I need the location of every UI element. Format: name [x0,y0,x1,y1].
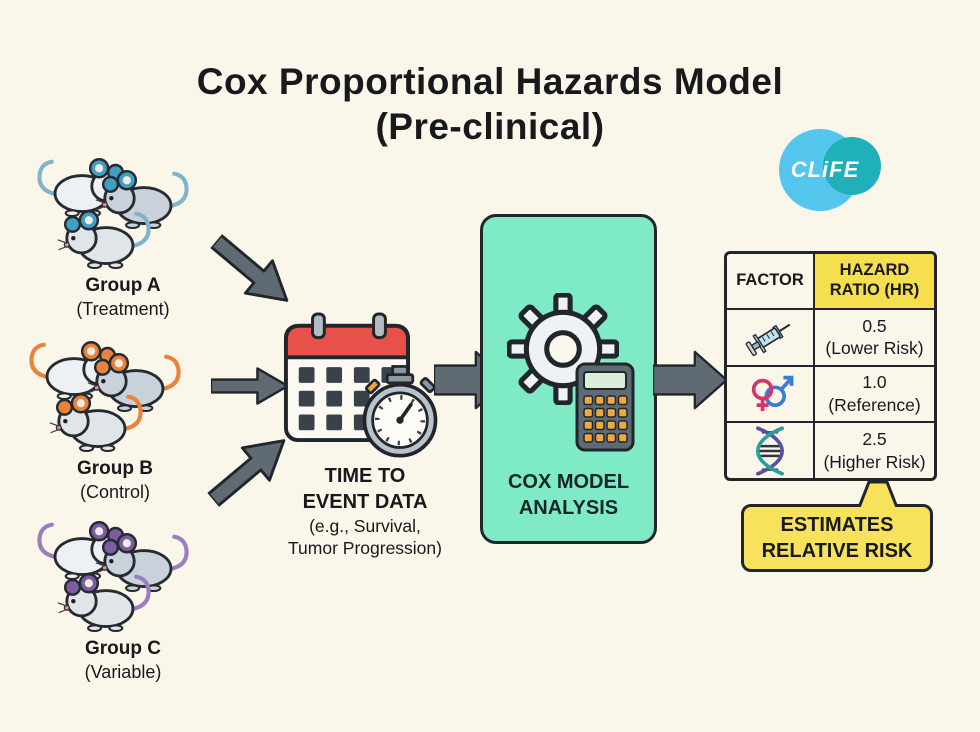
group-c-label: Group C [85,638,161,659]
hr-note: (Reference) [828,394,921,415]
title-line1: Cox Proportional Hazards Model [196,60,784,102]
time-to-event-illustration [283,312,443,464]
hr-value: 1.0 [862,372,887,393]
cox-model-analysis-box: COX MODEL ANALYSIS [480,214,657,544]
table-row-treatment-hr: 0.5 (Lower Risk) [813,308,934,365]
analysis-label-line1: COX MODEL [507,471,630,493]
mice-illustration-group-a [33,150,213,274]
group-a-label: Group A [85,275,161,296]
title-line2: (Pre-clinical) [375,105,605,147]
time-to-event-label: TIME TO EVENT DATA (e.g., Survival,Tumor … [255,463,475,560]
brand-logo: CLiFE [779,127,881,213]
table-row-sex-hr: 1.0 (Reference) [813,364,934,422]
estimates-relative-risk-callout: ESTIMATES RELATIVE RISK [741,504,933,572]
mice-illustration-group-b [25,333,205,457]
mouse-icon [57,573,151,633]
table-header-factor: FACTOR [736,271,804,290]
stopwatch-icon [362,365,438,458]
mouse-icon [57,210,151,270]
analysis-label: COX MODEL ANALYSIS [483,469,654,521]
callout-line1: ESTIMATES [780,514,894,536]
logo-text: CLiFE [790,157,860,182]
hr-value: 2.5 [862,428,887,449]
callout-line2: RELATIVE RISK [761,540,913,562]
mouse-icon [37,521,131,581]
analysis-label-line2: ANALYSIS [518,497,619,519]
hr-note: (Higher Risk) [823,451,926,472]
calculator-icon [575,362,635,452]
table-header-hazard-ratio: HAZARD RATIO (HR) [813,254,934,308]
group-a-section: Group A (Treatment) [33,150,213,320]
group-b-section: Group B (Control) [25,333,205,503]
mouse-icon [87,353,181,413]
hazard-ratio-table: FACTOR HAZARD RATIO (HR) 0.5 (Lower Risk… [724,251,937,481]
group-c-sublabel: (Variable) [84,661,162,682]
hr-note: (Lower Risk) [825,338,924,359]
syringe-icon [727,308,813,365]
page-title: Cox Proportional Hazards Model (Pre-clin… [0,59,980,149]
flow-arrow-icon [206,439,286,508]
flow-arrow-icon [653,350,728,410]
group-c-section: Group C (Variable) [33,513,213,683]
callout-pointer [857,480,899,507]
mouse-icon [49,393,143,453]
hr-value: 0.5 [862,315,887,336]
gender-symbols-icon [727,364,813,422]
mouse-icon [95,533,189,593]
flow-arrow-icon [211,367,289,405]
timeline-subtitle-line1: (e.g., Survival, [309,516,421,536]
dna-icon [727,421,813,478]
group-b-label: Group B [77,458,153,479]
timeline-subtitle-line2: Tumor Progression) [288,538,442,559]
timeline-title-line1: TIME TO [324,465,406,487]
group-a-sublabel: (Treatment) [76,298,170,319]
timeline-title-line2: EVENT DATA [302,491,428,513]
mouse-icon [95,170,189,230]
table-row-gene-hr: 2.5 (Higher Risk) [813,421,934,478]
logo-circle-teal [823,137,881,195]
group-b-sublabel: (Control) [79,481,150,502]
flow-arrow-icon [209,233,289,302]
mice-illustration-group-c [33,513,213,637]
